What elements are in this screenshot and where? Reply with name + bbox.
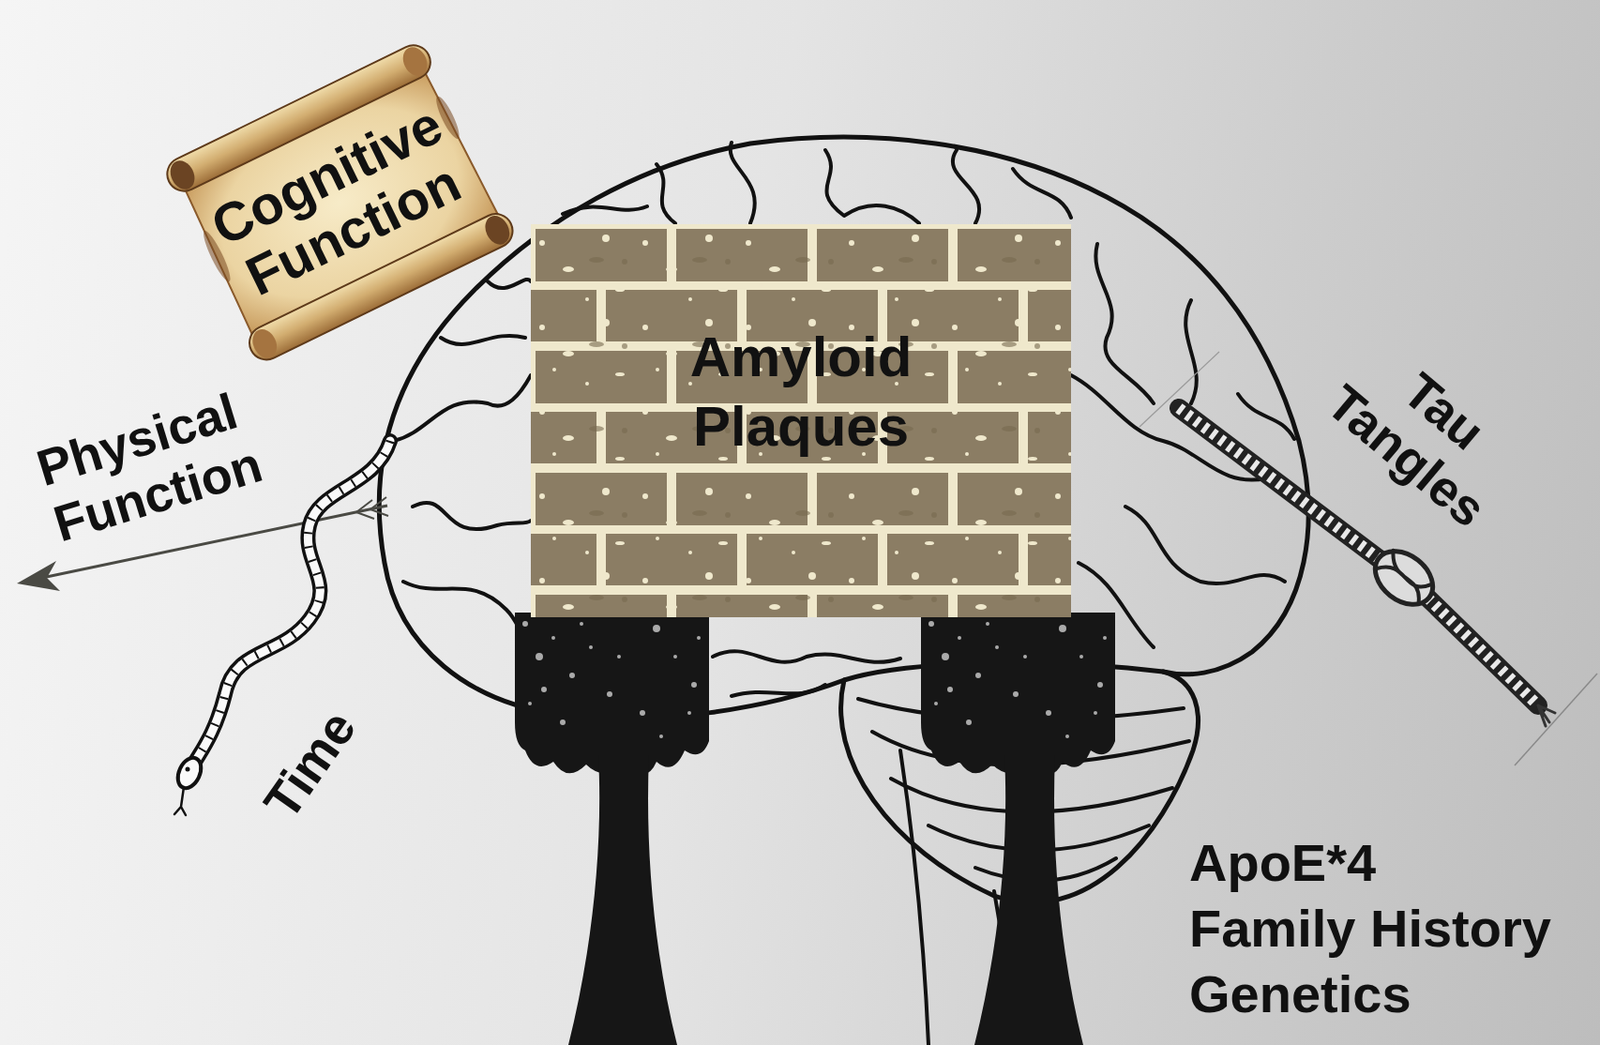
axis-label: Time bbox=[252, 699, 368, 830]
knot-loops bbox=[1375, 549, 1435, 604]
node-text: Amyloid Plaques bbox=[650, 322, 951, 462]
brain-gyri-top bbox=[562, 142, 1072, 224]
scroll-curl bbox=[481, 211, 515, 249]
brain-drawing bbox=[378, 136, 1309, 1045]
axis-label: Physical Function bbox=[30, 376, 280, 554]
snake-head bbox=[173, 754, 206, 792]
risk-factor-label: Family History bbox=[1189, 895, 1552, 962]
parchment-scroll: Cognitive Function bbox=[152, 30, 526, 374]
brick-wall: Amyloid Plaques bbox=[530, 224, 1072, 618]
scroll-curl bbox=[166, 156, 200, 194]
arrow-fletching bbox=[356, 497, 389, 519]
scroll-curl bbox=[398, 43, 433, 80]
knot-body bbox=[1364, 540, 1443, 616]
text-area: Amyloid Plaques bbox=[549, 322, 1053, 599]
brain-gyri-left bbox=[393, 279, 531, 657]
scroll-curl bbox=[247, 325, 282, 363]
right-tree bbox=[920, 612, 1116, 1045]
brain-gyri-right bbox=[1071, 243, 1295, 648]
risk-factor-label: Genetics bbox=[1189, 961, 1412, 1027]
left-tree bbox=[514, 612, 710, 1045]
node-text: Cognitive Function bbox=[196, 90, 485, 314]
thin-line bbox=[1139, 351, 1220, 427]
risk-factor-label: ApoE*4 bbox=[1189, 830, 1376, 896]
pathology-label: Tau Tangles bbox=[1309, 322, 1542, 545]
rope-knot bbox=[1364, 540, 1443, 616]
thin-line bbox=[1514, 673, 1598, 766]
brick-grime bbox=[530, 224, 1072, 618]
bricks bbox=[530, 224, 1072, 618]
brain-gyri-lower bbox=[712, 650, 901, 696]
snake-eye bbox=[185, 767, 191, 772]
snake-tongue bbox=[174, 786, 186, 816]
arrow-head bbox=[16, 560, 61, 591]
